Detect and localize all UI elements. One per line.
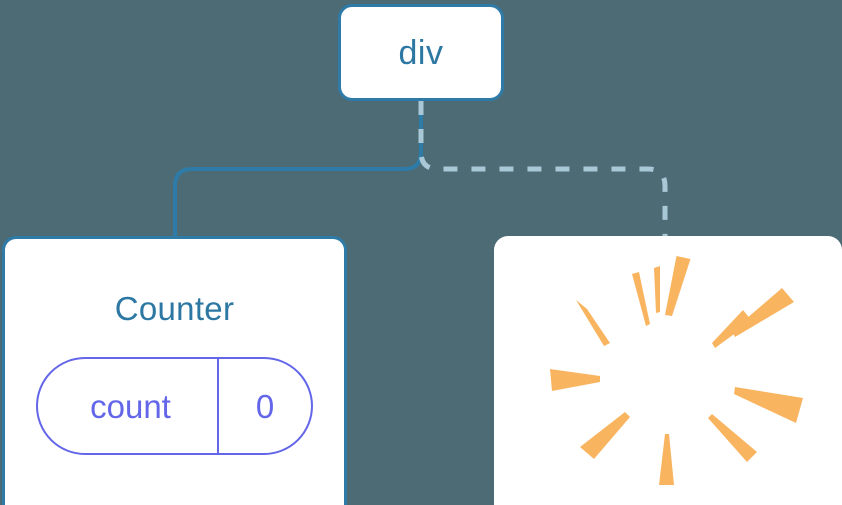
edge-div-to-loading (418, 101, 668, 238)
node-loading[interactable] (494, 236, 842, 505)
node-counter[interactable]: Counter count 0 (2, 236, 347, 505)
state-pill-value: 0 (217, 359, 311, 453)
state-pill-key: count (90, 387, 171, 425)
node-counter-label: Counter (114, 290, 235, 327)
node-div-label: div (398, 33, 444, 72)
node-div[interactable]: div (338, 4, 504, 101)
edge-div-to-counter (173, 101, 423, 238)
state-pill-count[interactable]: count 0 (36, 357, 313, 455)
starburst-spinner-icon (550, 256, 803, 485)
